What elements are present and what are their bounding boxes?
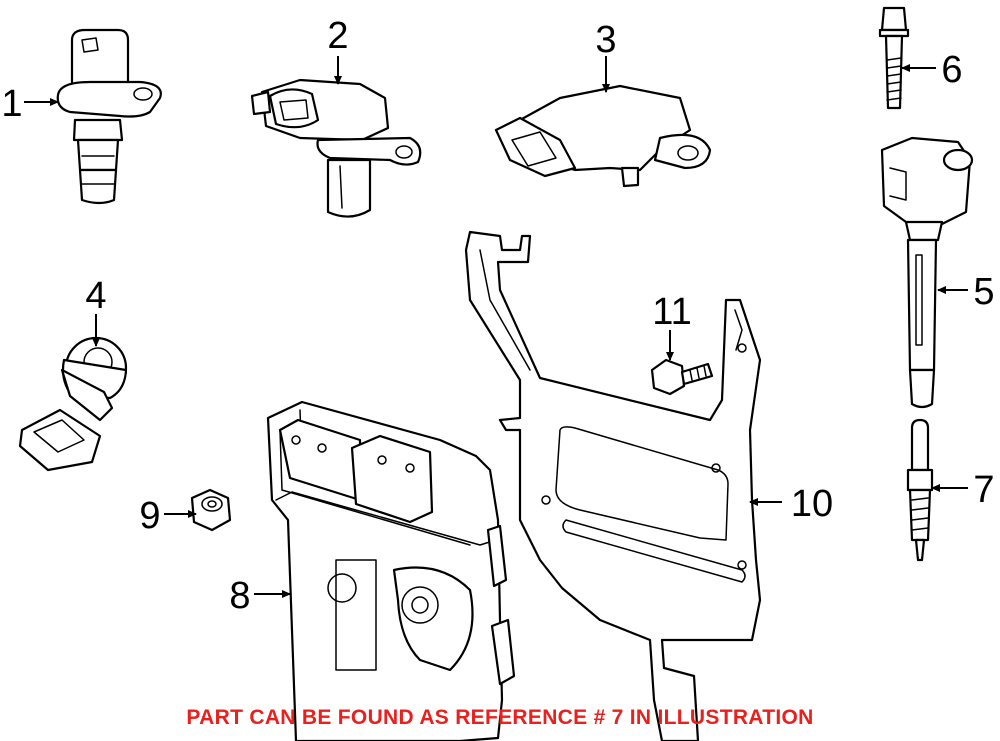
part-11-bolt (650, 358, 714, 396)
callout-4: 4 (85, 275, 106, 317)
part-1-camshaft-sensor (56, 28, 162, 205)
callout-9: 9 (139, 495, 160, 537)
callout-numbers: 1 2 3 4 5 6 7 8 9 10 11 (1, 15, 994, 617)
callout-8: 8 (229, 575, 250, 617)
part-9-nut (190, 488, 232, 532)
part-6-bolt (878, 6, 910, 110)
part-10-bracket (464, 230, 762, 741)
leader-lines (24, 56, 968, 598)
reference-note: PART CAN BE FOUND AS REFERENCE # 7 IN IL… (186, 706, 814, 729)
callout-5: 5 (973, 271, 994, 313)
callout-3: 3 (595, 19, 616, 61)
callout-11: 11 (652, 291, 691, 333)
callout-6: 6 (941, 49, 962, 91)
part-5-ignition-coil (880, 136, 974, 409)
part-4-knock-sensor (18, 336, 128, 472)
callout-1: 1 (1, 83, 22, 125)
part-7-spark-plug (906, 418, 934, 562)
part-2-crankshaft-sensor (250, 78, 422, 218)
callout-7: 7 (973, 469, 994, 511)
part-8-control-module (266, 400, 516, 741)
callout-10: 10 (791, 483, 833, 525)
part-3-pressure-sensor (494, 84, 712, 188)
callout-2: 2 (327, 15, 348, 57)
